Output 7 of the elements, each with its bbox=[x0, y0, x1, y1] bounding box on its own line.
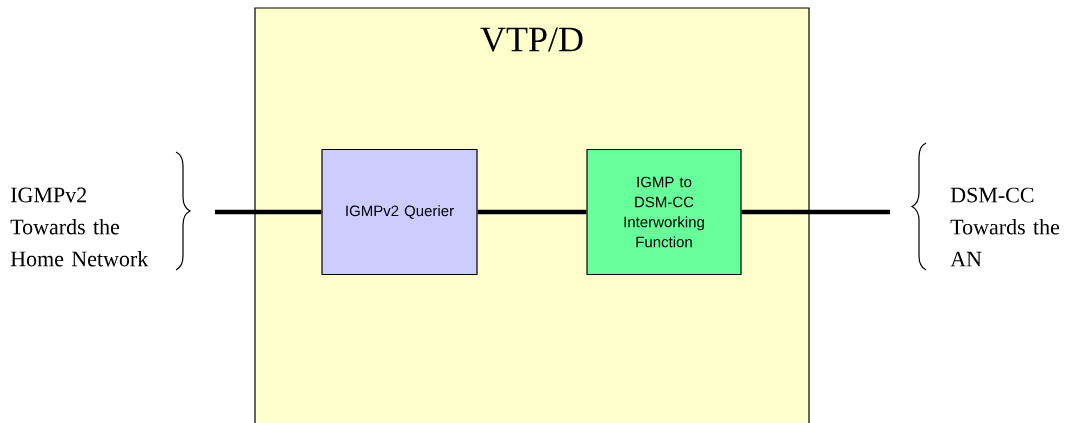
connector-line bbox=[215, 209, 322, 215]
process-box: IGMPv2 Querier bbox=[321, 148, 478, 276]
connector-line bbox=[477, 209, 587, 215]
connector-line bbox=[741, 209, 890, 215]
interface-label: DSM-CC Towards the AN bbox=[950, 187, 1060, 267]
process-box: IGMP to DSM-CC Interworking Function bbox=[586, 148, 742, 276]
interface-label: IGMPv2 Towards the Home Network bbox=[10, 187, 149, 267]
